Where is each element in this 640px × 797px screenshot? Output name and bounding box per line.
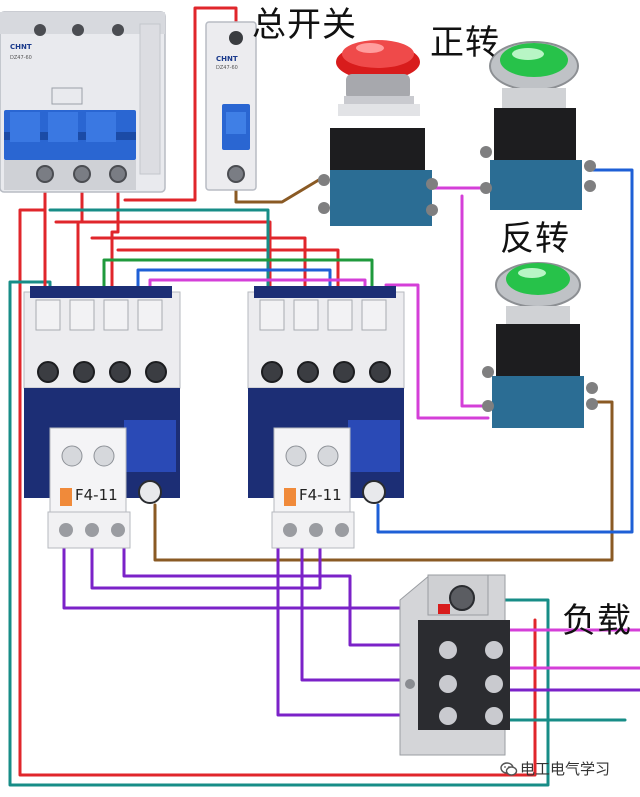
wire-brown-return [153,400,614,562]
load-terminal-block [399,574,510,756]
breaker-3p [0,11,166,193]
wire-purple-out-3 [122,543,422,647]
wire-magenta-link [460,194,490,408]
breaker-3p-brand: CHNT [10,43,32,51]
reverse-button [482,262,598,428]
wire-magenta-ctrl [384,283,490,420]
breaker-1p [205,21,257,191]
emergency-stop-button [318,40,438,226]
label-load: 负载 [562,601,632,641]
wire-teal-outer [8,280,550,787]
wire-teal-bus [48,208,270,320]
contactor-left [23,286,181,549]
breaker-1p-brand: CHNT [216,55,238,63]
wire-red-l3-c1 [110,180,120,322]
wire-blue-right [376,168,634,534]
wire-brown-stop [234,176,324,204]
breaker-1p-model: DZ47-60 [216,65,238,71]
wire-purple-out-2 [90,543,322,590]
label-forward: 正转 [430,23,500,63]
wire-purple-out-5 [276,543,422,717]
wire-red-control [123,6,238,202]
watermark: 电工电气学习 [520,760,611,778]
forward-button [480,41,596,210]
wechat-icon [500,762,518,776]
relay-right-label: F4-11 [299,486,342,504]
relay-left-label: F4-11 [75,486,118,504]
breaker-3p-model: DZ47-60 [10,55,32,61]
wire-purple-out-4 [300,543,422,682]
label-reverse: 反转 [500,219,570,259]
label-main-switch: 总开关 [252,5,357,45]
contactor-right [247,286,405,549]
